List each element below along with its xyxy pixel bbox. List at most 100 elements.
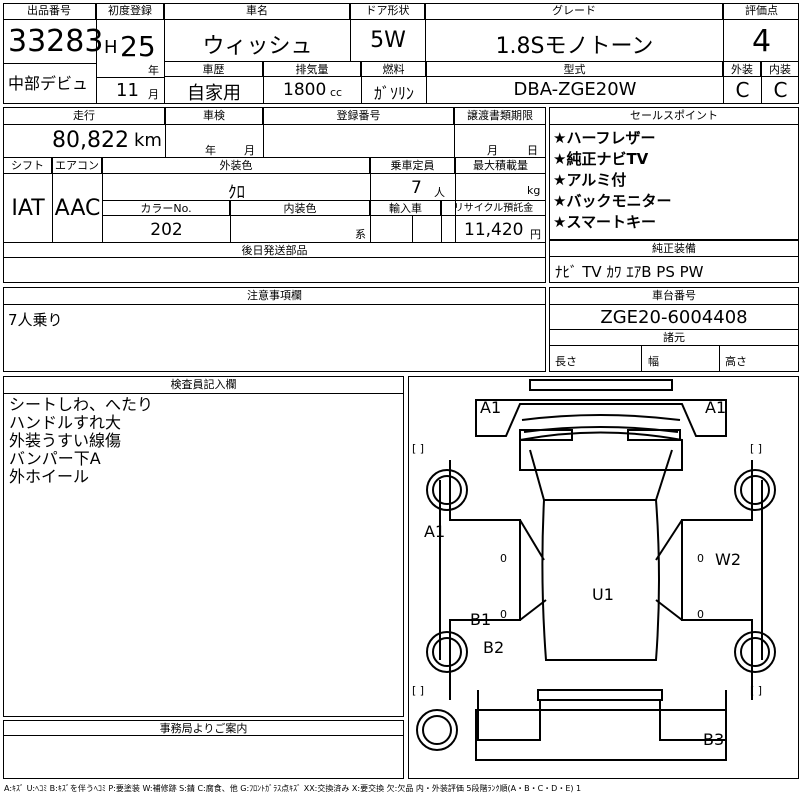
aircon: AAC: [54, 196, 101, 221]
ext-label: 外装: [724, 62, 761, 77]
recycle-fee: 11,420: [464, 220, 524, 240]
doc-day-unit: 日: [527, 144, 538, 157]
shift: IAT: [11, 196, 45, 221]
mark-a1-front-right: A1: [705, 398, 727, 417]
model-code: DBA-ZGE20W: [513, 79, 637, 100]
seats: 7: [411, 178, 422, 198]
mark-b2: B2: [483, 638, 505, 657]
selling-point: ★スマートキー: [553, 213, 656, 231]
doc-month-unit: 月: [487, 144, 498, 157]
selling-point: ★アルミ付: [553, 171, 627, 189]
year-unit: 年: [148, 64, 159, 77]
damage-diagram: [408, 376, 799, 779]
int-grade: C: [773, 78, 788, 102]
color-label: 外装色: [103, 158, 370, 174]
length-label: 長さ: [555, 355, 577, 368]
selling-points-label: セールスポイント: [550, 108, 798, 125]
displacement: 1800: [283, 80, 327, 100]
mark-zero: 0: [500, 552, 507, 565]
mark-bracket: [ ]: [412, 442, 425, 455]
reg-number-label: 登録番号: [264, 108, 454, 125]
equipment-label: 純正装備: [550, 241, 798, 257]
inspector-label: 検査員記入欄: [4, 377, 403, 394]
mark-zero: 0: [500, 608, 507, 621]
door-label: ドア形状: [351, 3, 425, 20]
door-type: 5W: [370, 28, 406, 53]
inspector-notes: シートしわ、へたり ハンドルすれ大 外装うすい線傷 バンパー下A 外ホイール: [9, 396, 153, 486]
mark-bracket: [ ]: [750, 684, 763, 697]
mark-zero: 0: [697, 608, 704, 621]
recycle-label: リサイクル預託金: [442, 201, 545, 216]
first-reg-label: 初度登録: [97, 3, 164, 20]
inspection-year-unit: 年: [205, 144, 216, 157]
inspector-note: 外ホイール: [9, 467, 90, 486]
doc-deadline-label: 譲渡書類期限: [455, 108, 545, 125]
later-parts-label: 後日発送部品: [4, 243, 545, 258]
mileage: 80,822: [52, 128, 129, 153]
displacement-label: 排気量: [264, 62, 361, 77]
interior-color-label: 内装色: [231, 201, 370, 216]
mark-zero: 0: [697, 552, 704, 565]
fuel-label: 燃料: [362, 62, 426, 77]
shift-label: シフト: [4, 158, 52, 174]
recycle-unit: 円: [530, 228, 541, 241]
mark-u1: U1: [592, 585, 614, 604]
displacement-unit: cc: [330, 86, 343, 99]
inspection-label: 車検: [166, 108, 263, 125]
mark-a1-side: A1: [424, 522, 446, 541]
grade: 1.8Sモノトーン: [495, 34, 654, 59]
mark-bracket: [ ]: [750, 442, 763, 455]
selling-points-list: ★ハーフレザー ★純正ナビTV ★アルミ付 ★バックモニター ★スマートキー: [553, 128, 671, 233]
int-label: 内装: [761, 62, 799, 77]
selling-point: ★純正ナビTV: [553, 150, 649, 168]
seats-label: 乗車定員: [371, 158, 455, 174]
notes-value: 7人乗り: [8, 311, 63, 329]
inspector-note: シートしわ、へたり: [9, 395, 154, 414]
month-unit: 月: [148, 88, 159, 101]
grade-label: グレード: [426, 3, 723, 20]
selling-points-section: [549, 107, 799, 240]
import-label: 輸入車: [371, 201, 441, 216]
selling-point: ★ハーフレザー: [553, 129, 656, 147]
color-no-label: カラーNo.: [103, 201, 230, 216]
office-section: [3, 720, 404, 779]
seats-unit: 人: [434, 186, 445, 199]
color-no: 202: [150, 220, 183, 240]
interior-color-unit: 系: [355, 228, 366, 241]
fuel: ｶﾞｿﾘﾝ: [373, 84, 414, 103]
mark-b1: B1: [470, 610, 492, 629]
car-outline-diagram: [416, 379, 776, 761]
mileage-unit: km: [134, 130, 162, 151]
score-label: 評価点: [724, 3, 799, 20]
inspector-note: 外装うすい線傷: [9, 431, 122, 450]
model-label: 型式: [427, 62, 723, 77]
lot-label: 出品番号: [3, 3, 96, 20]
chassis-number: ZGE20-6004408: [600, 307, 748, 328]
equipment-section: [549, 240, 799, 283]
venue-name: 中部デビュ: [8, 74, 89, 93]
inspector-section: [3, 376, 404, 717]
notes-section: [3, 287, 546, 372]
mark-a1-front-left: A1: [480, 398, 502, 417]
inspector-note: ハンドルすれ大: [9, 413, 122, 432]
equipment-value: ﾅﾋﾞ TV ｶﾜ ｴｱB PS PW: [555, 263, 704, 281]
mark-bracket: [ ]: [412, 684, 425, 697]
dims-label: 諸元: [550, 330, 798, 346]
max-load-label: 最大積載量: [456, 158, 545, 174]
selling-point: ★バックモニター: [553, 192, 672, 210]
mark-b3: B3: [703, 730, 725, 749]
reg-year: 25: [120, 30, 156, 63]
ext-grade: C: [735, 78, 750, 102]
inspection-month-unit: 月: [244, 144, 255, 157]
width-label: 幅: [648, 355, 659, 368]
era: H: [104, 37, 118, 58]
lot-number: 33283: [8, 24, 104, 59]
chassis-label: 車台番号: [550, 288, 798, 305]
name-label: 車名: [165, 3, 350, 20]
load-unit: kg: [527, 184, 541, 197]
history-label: 車歴: [165, 62, 263, 77]
reg-month: 11: [116, 80, 139, 101]
mileage-label: 走行: [4, 108, 165, 125]
notes-label: 注意事項欄: [4, 288, 545, 305]
color: ｸﾛ: [228, 183, 245, 203]
